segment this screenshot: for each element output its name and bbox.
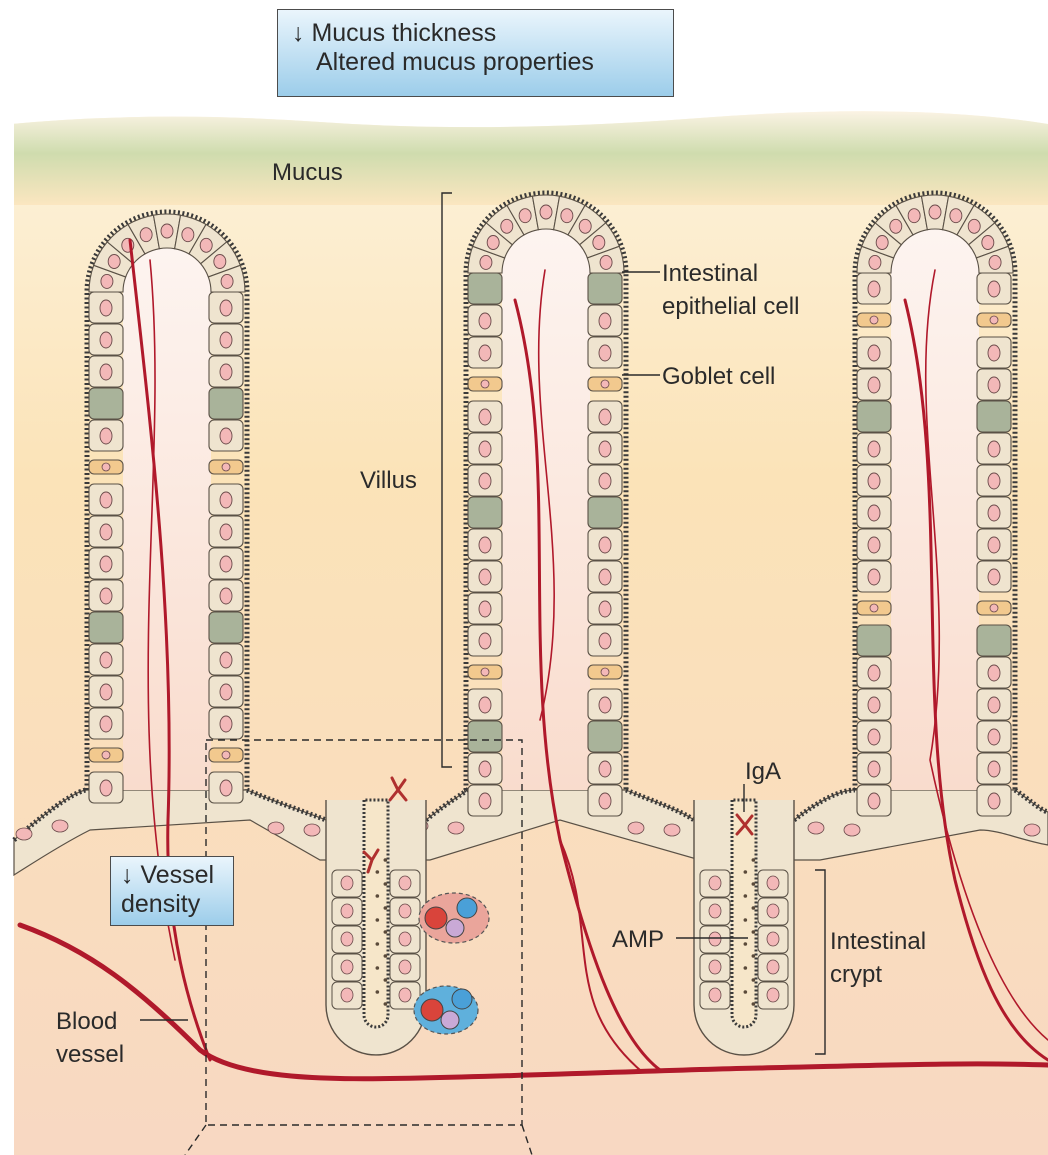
down-arrow-icon: ↓ [121,861,134,889]
label-goblet: Goblet cell [662,363,775,390]
label-amp: AMP [612,926,664,953]
immune-cell-cluster-1 [419,893,489,943]
villi-group [87,193,1015,816]
label-crypt-1: Intestinal [830,928,926,955]
mucus-callout-box: ↓ Mucus thickness Altered mucus properti… [277,9,674,97]
label-blood-2: vessel [56,1041,124,1068]
crypt-1 [326,800,426,1055]
mucus-layer [0,111,1048,205]
label-iga: IgA [745,758,781,785]
label-villus: Villus [360,467,417,494]
vessel-callout-line1: Vessel [140,861,214,889]
label-crypt-2: crypt [830,961,882,988]
vessel-callout-box: ↓ Vessel density [110,856,234,926]
label-blood-1: Blood [56,1008,117,1035]
crypt-2 [694,800,794,1055]
immune-cell-cluster-2 [414,986,478,1034]
villus-2 [466,193,626,816]
villus-1 [87,212,247,803]
label-epithelial-2: epithelial cell [662,293,799,320]
label-epithelial-1: Intestinal [662,260,758,287]
label-mucus: Mucus [272,159,343,186]
mucus-callout-line1: Mucus thickness [311,19,496,47]
down-arrow-icon: ↓ [292,19,305,47]
vessel-callout-line2: density [121,890,233,919]
mucus-callout-line2: Altered mucus properties [292,48,673,77]
